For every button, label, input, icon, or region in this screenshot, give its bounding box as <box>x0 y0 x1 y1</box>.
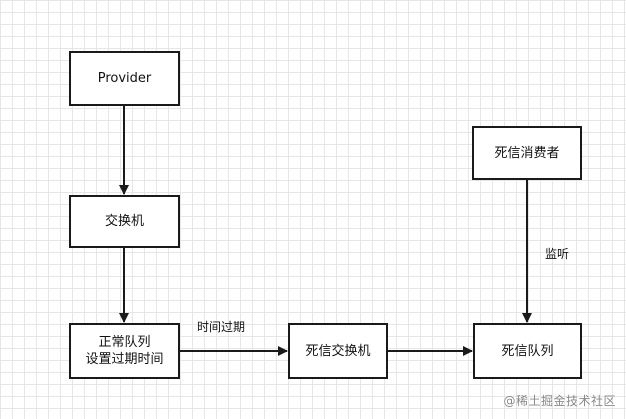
normal-queue-node: 正常队列 设置过期时间 <box>69 323 180 379</box>
watermark: @稀土掘金技术社区 <box>503 394 616 408</box>
normal-queue-label-line2: 设置过期时间 <box>85 352 164 367</box>
edge-label-listen: 监听 <box>545 247 570 261</box>
dead-letter-exchange-node: 死信交换机 <box>288 323 388 379</box>
dead-letter-queue-label: 死信队列 <box>501 343 554 359</box>
provider-node: Provider <box>69 51 180 106</box>
normal-queue-label-line1: 正常队列 <box>98 335 151 350</box>
dead-letter-consumer-label: 死信消费者 <box>494 145 560 161</box>
edge-label-expire: 时间过期 <box>197 320 246 334</box>
dead-letter-queue-node: 死信队列 <box>473 323 582 379</box>
exchange-label: 交换机 <box>104 214 144 229</box>
exchange-node: 交换机 <box>69 195 180 248</box>
dead-letter-consumer-node: 死信消费者 <box>472 126 582 180</box>
provider-label: Provider <box>97 71 152 86</box>
dead-letter-exchange-label: 死信交换机 <box>305 343 371 359</box>
